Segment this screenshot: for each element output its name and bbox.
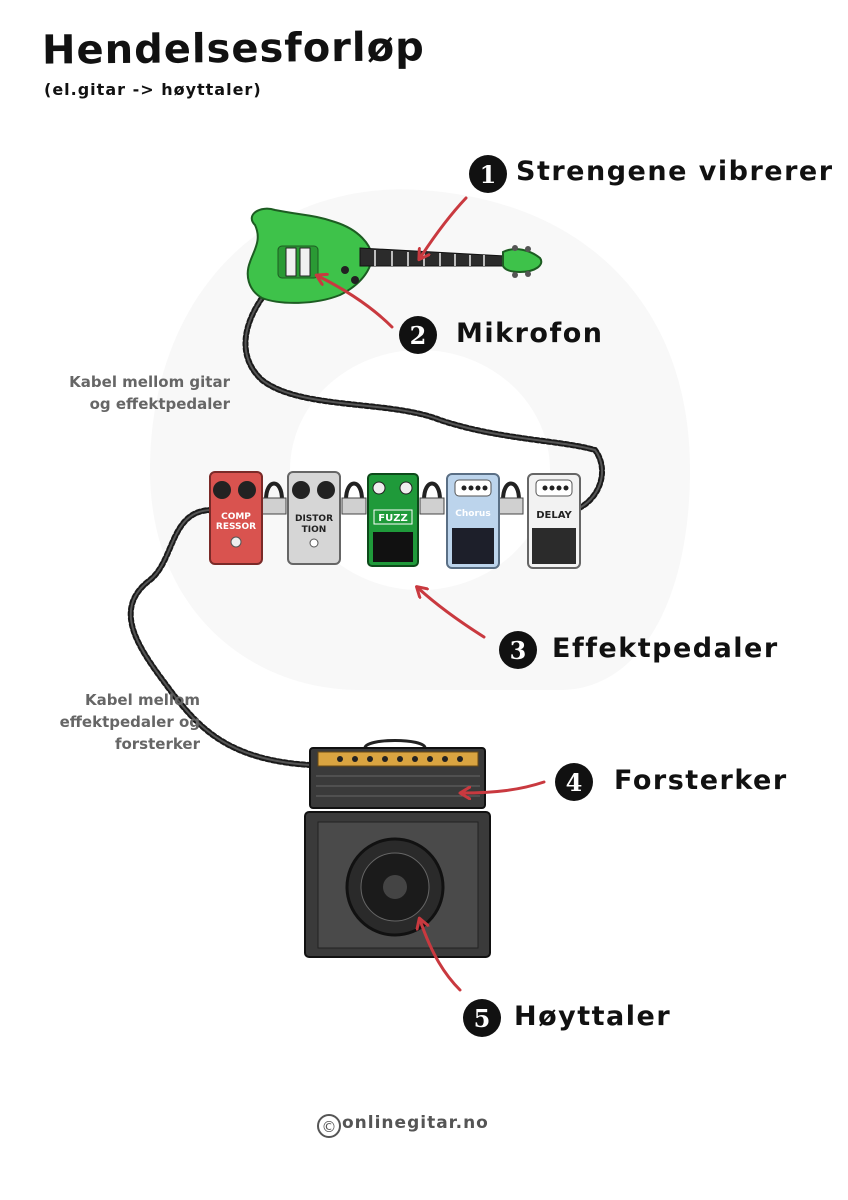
pedal-fuzz-label: FUZZ <box>378 513 407 524</box>
step-badge-5: 5 <box>463 999 501 1037</box>
footer-site-text: onlinegitar.no <box>342 1113 489 1133</box>
pedal-compressor-label-2: RESSOR <box>216 522 256 532</box>
cable-note-pedals-amp-line-3: forsterker <box>114 735 200 753</box>
pedal-delay: DELAY <box>527 473 581 569</box>
footer-site: onlinegitar.no <box>318 1113 489 1133</box>
page-title: Hendelsesforløp <box>41 24 425 74</box>
svg-text:©: © <box>322 1118 337 1136</box>
pedal-distortion: DISTOR TION <box>287 471 341 565</box>
cable-note-pedals-amp-line-1: Kabel mellom <box>84 691 200 709</box>
arrow-microphone <box>318 276 394 329</box>
arrow-amplifier <box>462 780 546 793</box>
guitar-pickguard <box>277 245 319 279</box>
arrow-speaker <box>420 920 462 992</box>
step-number-4: 4 <box>566 768 583 797</box>
cable-note-guitar-pedals: Kabel mellom gitar og effektpedaler <box>20 371 230 415</box>
step-number-1: 1 <box>480 160 497 189</box>
step-badge-1: 1 <box>469 155 507 193</box>
amplifier-head <box>309 739 486 809</box>
cable-note-pedals-amp-line-2: effektpedaler og <box>59 713 200 731</box>
cable-note-guitar-pedals-line-2: og effektpedaler <box>89 395 230 413</box>
arrow-strings <box>420 196 468 258</box>
cable-note-guitar-pedals-line-1: Kabel mellom gitar <box>69 373 230 391</box>
electric-guitar <box>246 207 543 304</box>
guitar-pickup-neck <box>285 247 297 277</box>
pedal-chorus: Chorus <box>446 473 500 569</box>
copyright-icon: © <box>317 1114 341 1138</box>
page-subtitle: (el.gitar -> høyttaler) <box>44 80 262 99</box>
step-number-3: 3 <box>510 636 527 665</box>
pedal-distortion-label-2: TION <box>302 525 327 535</box>
step-badge-2: 2 <box>399 316 437 354</box>
step-badge-3: 3 <box>499 631 537 669</box>
pedal-compressor: COMP RESSOR <box>209 471 263 565</box>
pedal-connectors <box>261 481 524 515</box>
pedal-compressor-label-1: COMP <box>221 512 251 522</box>
pedal-chorus-label: Chorus <box>455 509 490 519</box>
step-label-3: Effektpedaler <box>552 633 779 664</box>
step-label-2: Mikrofon <box>456 318 604 349</box>
step-number-5: 5 <box>474 1004 491 1033</box>
step-label-1: Strengene vibrerer <box>516 156 834 187</box>
cable-note-pedals-amp: Kabel mellom effektpedaler og forsterker <box>10 689 200 755</box>
guitar-headstock <box>502 248 543 274</box>
pedal-distortion-label-1: DISTOR <box>295 514 333 524</box>
pedal-delay-label: DELAY <box>536 510 572 521</box>
step-label-5: Høyttaler <box>514 1001 672 1032</box>
pedal-fuzz: FUZZ <box>367 473 419 567</box>
step-label-4: Forsterker <box>614 765 788 796</box>
arrows <box>318 196 546 992</box>
arrow-pedals <box>418 588 486 639</box>
speaker-cabinet <box>304 811 491 958</box>
step-number-2: 2 <box>410 321 427 350</box>
step-badge-4: 4 <box>555 763 593 801</box>
guitar-pickup-bridge <box>299 247 311 277</box>
